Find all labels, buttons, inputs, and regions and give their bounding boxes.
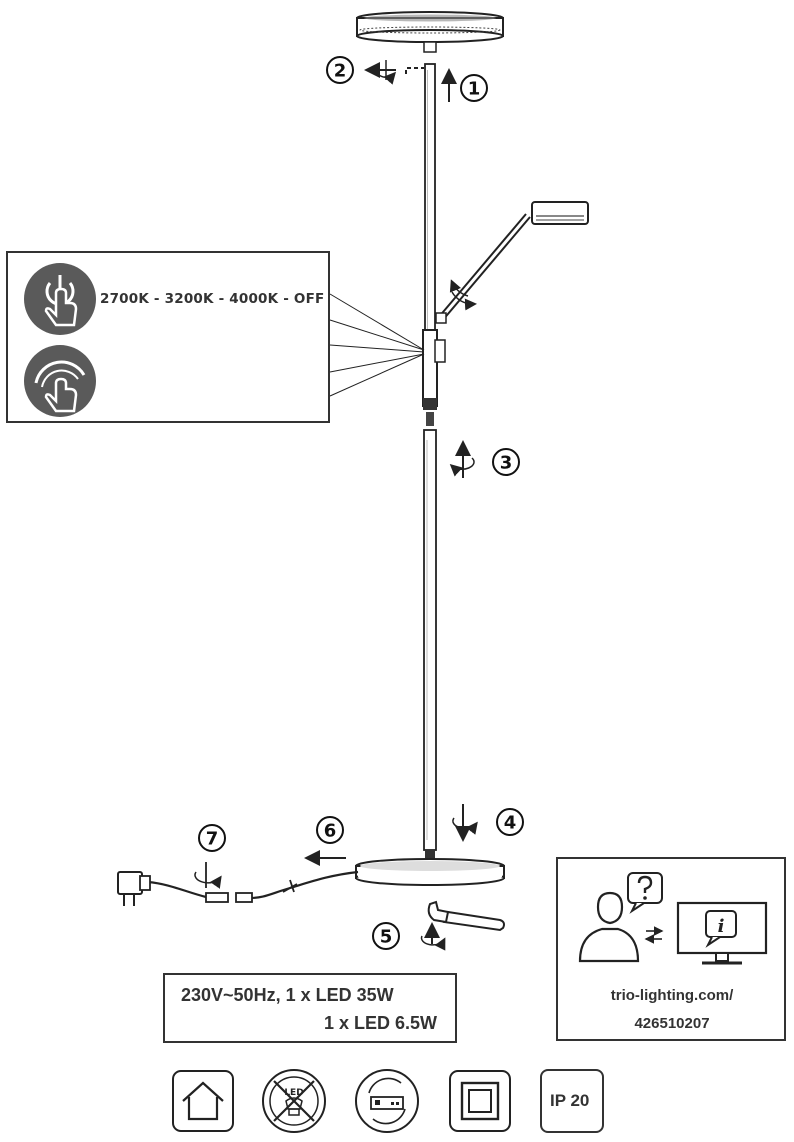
- svg-text:6: 6: [324, 821, 337, 842]
- step-3-badge: 3: [492, 448, 520, 476]
- arm-rotate-arrow: [451, 291, 477, 311]
- monitor-info-icon: i: [676, 901, 768, 965]
- support-info-box: i trio-lighting.com/ 426510207: [556, 857, 786, 1041]
- step-6-badge: 6: [316, 816, 344, 844]
- step-7-arrow: [194, 862, 222, 889]
- driver-replaceable-icon: [355, 1069, 419, 1133]
- touch-dim-icon: [24, 345, 96, 417]
- ip-rating-badge: IP 20: [540, 1069, 604, 1133]
- screw-indicator: [405, 67, 424, 74]
- step-2-badge: 2: [326, 56, 354, 84]
- uplight-disc: [356, 11, 504, 53]
- spec-line-2: 1 x LED 6.5W: [323, 1013, 437, 1033]
- support-url-line-1: trio-lighting.com/: [610, 987, 734, 1004]
- step-5-badge: 5: [372, 922, 400, 950]
- upper-pole: [424, 63, 436, 335]
- reading-arm: [435, 213, 531, 324]
- svg-text:7: 7: [206, 829, 219, 850]
- control-housing: [422, 329, 446, 410]
- svg-text:3: 3: [500, 453, 513, 474]
- callout-leader-lines: [329, 293, 425, 397]
- svg-text:LED: LED: [284, 1088, 303, 1098]
- step-1-badge: 1: [460, 74, 488, 102]
- user-icon: [578, 891, 640, 963]
- power-cable: [147, 870, 359, 903]
- led-not-replaceable-icon: LED: [262, 1069, 326, 1133]
- lower-pole: [423, 412, 437, 860]
- wrench-icon: [420, 900, 505, 951]
- indoor-use-icon: [172, 1070, 234, 1132]
- power-adapter: [117, 871, 151, 906]
- arm-rotate-arrow-2: [449, 279, 469, 297]
- step-2-arrow: [364, 60, 396, 85]
- exchange-arrows-icon: [644, 926, 664, 944]
- step-4-arrow: [452, 804, 478, 842]
- svg-text:1: 1: [468, 79, 481, 100]
- svg-text:5: 5: [380, 927, 393, 948]
- ip-rating-text: IP 20: [550, 1091, 590, 1110]
- svg-text:i: i: [718, 916, 725, 937]
- svg-text:2: 2: [334, 61, 347, 82]
- electrical-spec-box: 230V~50Hz, 1 x LED 35W 1 x LED 6.5W: [163, 973, 457, 1043]
- spec-line-1: 230V~50Hz, 1 x LED 35W: [181, 985, 394, 1005]
- question-bubble-icon: [627, 872, 663, 914]
- reading-head: [531, 201, 589, 225]
- lamp-base: [355, 858, 505, 886]
- step-3-arrow: [449, 440, 475, 478]
- svg-text:4: 4: [504, 813, 517, 834]
- step-4-badge: 4: [496, 808, 524, 836]
- controls-panel: 2700K - 3200K - 4000K - OFF: [6, 251, 330, 423]
- protection-class-ii-icon: [449, 1070, 511, 1132]
- touch-power-icon: [24, 263, 96, 335]
- step-7-badge: 7: [198, 824, 226, 852]
- support-icon: i: [578, 872, 768, 965]
- support-url-line-2: 426510207: [634, 1015, 710, 1032]
- color-temperature-text: 2700K - 3200K - 4000K - OFF: [100, 291, 325, 307]
